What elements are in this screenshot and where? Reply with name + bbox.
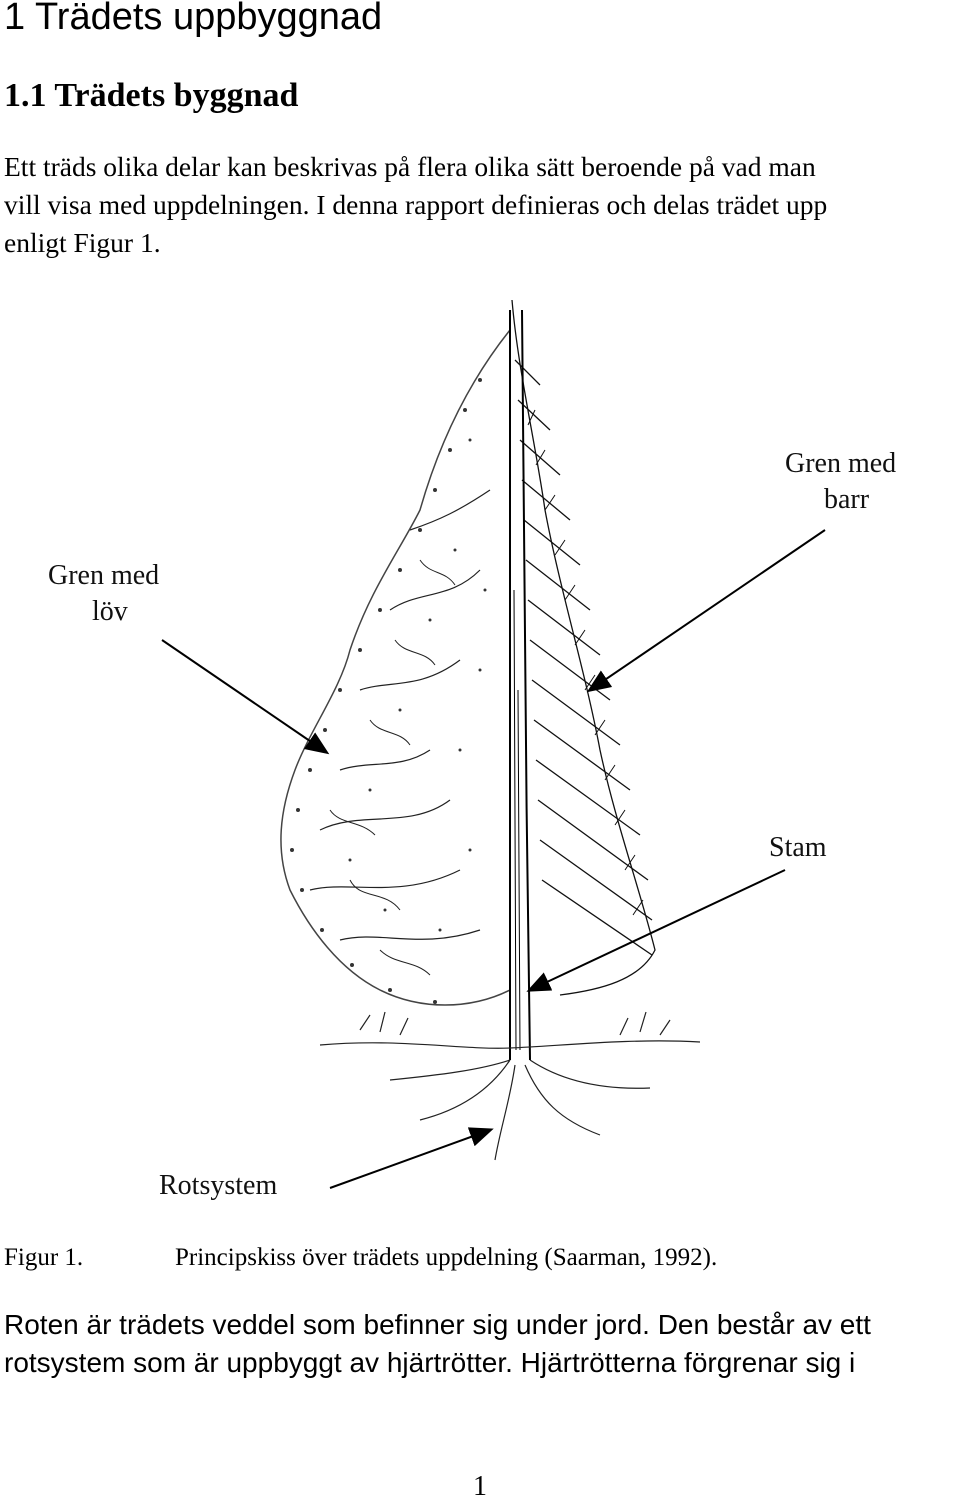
body-line-1: Roten är trädets veddel som befinner sig…	[4, 1309, 871, 1340]
label-gren-med-lov-line2: löv	[92, 596, 128, 627]
arrow-stam	[526, 869, 786, 992]
section-heading: 1 Trädets uppbyggnad	[4, 0, 383, 38]
body-paragraph: Roten är trädets veddel som befinner sig…	[4, 1306, 960, 1382]
leafy-crown	[280, 329, 511, 1006]
tree-illustration: Gren med barr Gren med löv Stam Rotsyste…	[48, 299, 896, 1201]
subsection-heading: 1.1 Trädets byggnad	[4, 77, 299, 114]
ground-and-roots	[319, 1011, 701, 1161]
label-rotsystem: Rotsystem	[159, 1170, 277, 1201]
tree-figure: Gren med barr Gren med löv Stam Rotsyste…	[40, 290, 920, 1210]
figure-caption-label: Figur 1.	[4, 1244, 84, 1271]
body-line-2: rotsystem som är uppbyggt av hjärtrötter…	[4, 1347, 856, 1378]
figure-caption-text: Principskiss över trädets uppdelning (Sa…	[175, 1244, 718, 1271]
label-stam: Stam	[769, 832, 827, 863]
intro-line-1: Ett träds olika delar kan beskrivas på f…	[4, 151, 816, 182]
trunk	[509, 309, 531, 1061]
label-gren-med-lov-line1: Gren med	[48, 560, 159, 591]
arrow-rotsystem	[329, 1127, 494, 1189]
intro-line-3: enligt Figur 1.	[4, 227, 161, 258]
intro-line-2: vill visa med uppdelningen. I denna rapp…	[4, 189, 828, 220]
label-gren-med-barr-line2: barr	[824, 484, 870, 515]
arrow-gren-med-barr	[586, 529, 826, 693]
figure-labels: Gren med barr Gren med löv Stam Rotsyste…	[48, 448, 896, 1201]
intro-paragraph: Ett träds olika delar kan beskrivas på f…	[4, 148, 960, 262]
conifer-crown	[511, 299, 656, 996]
label-gren-med-barr-line1: Gren med	[785, 448, 896, 479]
arrow-gren-med-lov	[161, 639, 330, 755]
leaf-dots	[290, 378, 487, 1004]
leader-lines	[161, 529, 826, 1189]
page-number: 1	[473, 1471, 487, 1502]
